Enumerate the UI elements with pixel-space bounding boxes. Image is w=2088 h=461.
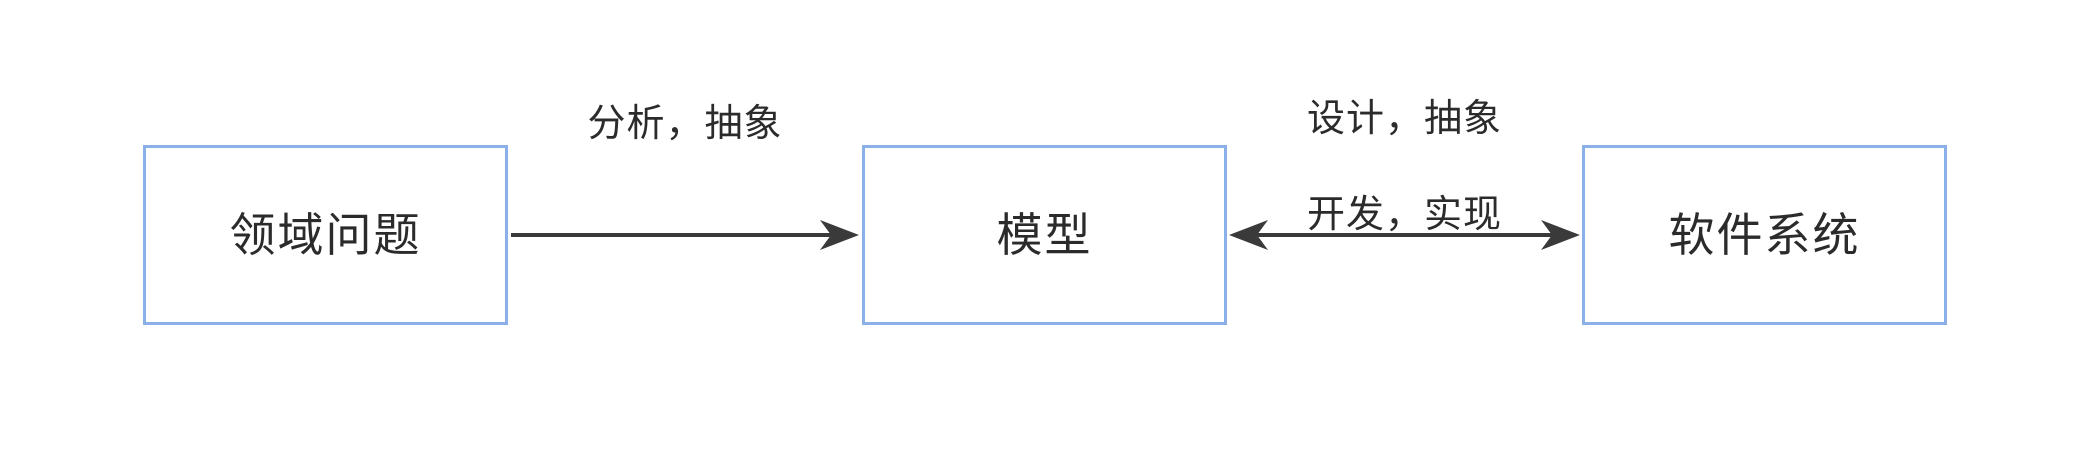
node-domain-problem[interactable]: 领域问题	[143, 145, 508, 325]
edge-label-develop-implement: 开发，实现	[1306, 194, 1502, 236]
node-model-label: 模型	[996, 209, 1093, 261]
node-software-system-label: 软件系统	[1668, 209, 1861, 261]
edge-label-design-abstract: 设计，抽象	[1306, 98, 1502, 140]
node-model[interactable]: 模型	[862, 145, 1227, 325]
edge-label-analyze-abstract: 分析，抽象	[587, 103, 783, 145]
node-domain-problem-label: 领域问题	[229, 209, 422, 261]
node-software-system[interactable]: 软件系统	[1582, 145, 1947, 325]
edge-domain-problem-to-model	[511, 220, 859, 250]
